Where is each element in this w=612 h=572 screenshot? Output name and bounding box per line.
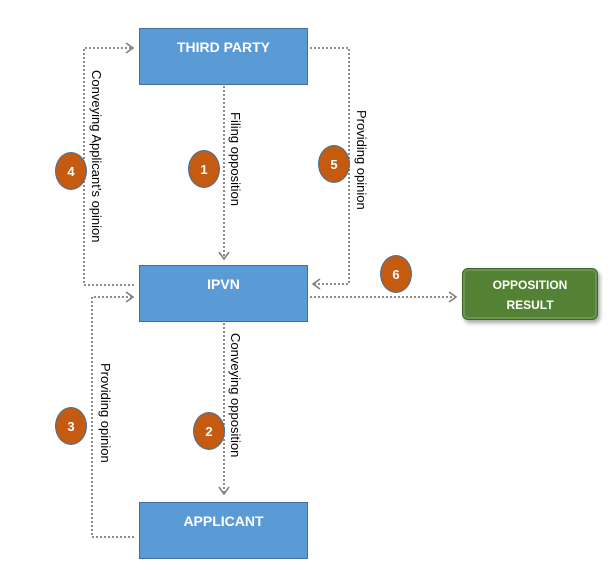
result-label-line2: RESULT bbox=[506, 298, 554, 312]
step-badge-2: 2 bbox=[193, 412, 225, 450]
ipvn-label: IPVN bbox=[207, 276, 240, 292]
label-conveying-opposition: Conveying opposition bbox=[228, 333, 243, 458]
arrowhead-applicant-opinion bbox=[125, 291, 135, 303]
arrowhead-filing bbox=[218, 251, 230, 261]
applicant-label: APPLICANT bbox=[183, 513, 264, 529]
label-applicant-providing-opinion: Providing opinion bbox=[98, 363, 113, 463]
arrowhead-conveying bbox=[218, 486, 230, 496]
arrowhead-third-party-opinion bbox=[311, 278, 321, 290]
third-party-label: THIRD PARTY bbox=[176, 39, 271, 55]
step-badge-4: 4 bbox=[55, 152, 87, 190]
arrowhead-applicant-conveyed bbox=[125, 42, 135, 54]
label-filing-opposition: Filing opposition bbox=[228, 112, 243, 206]
step-badge-5: 5 bbox=[318, 145, 350, 183]
opposition-result-node: OPPOSITION RESULT bbox=[462, 268, 598, 320]
label-third-party-providing-opinion: Providing opinion bbox=[354, 110, 369, 210]
applicant-node: APPLICANT bbox=[139, 502, 308, 559]
arrowhead-result bbox=[448, 291, 458, 303]
result-label-line1: OPPOSITION bbox=[492, 278, 568, 292]
connector-applicant-providing-opinion bbox=[91, 296, 134, 538]
ipvn-node: IPVN bbox=[139, 265, 308, 322]
step-badge-1: 1 bbox=[188, 150, 220, 188]
step-badge-6: 6 bbox=[380, 255, 412, 293]
third-party-node: THIRD PARTY bbox=[139, 28, 308, 85]
step-badge-3: 3 bbox=[55, 407, 87, 445]
label-conveying-applicant-opinion: Conveying Applicant’s opinion bbox=[89, 70, 104, 243]
